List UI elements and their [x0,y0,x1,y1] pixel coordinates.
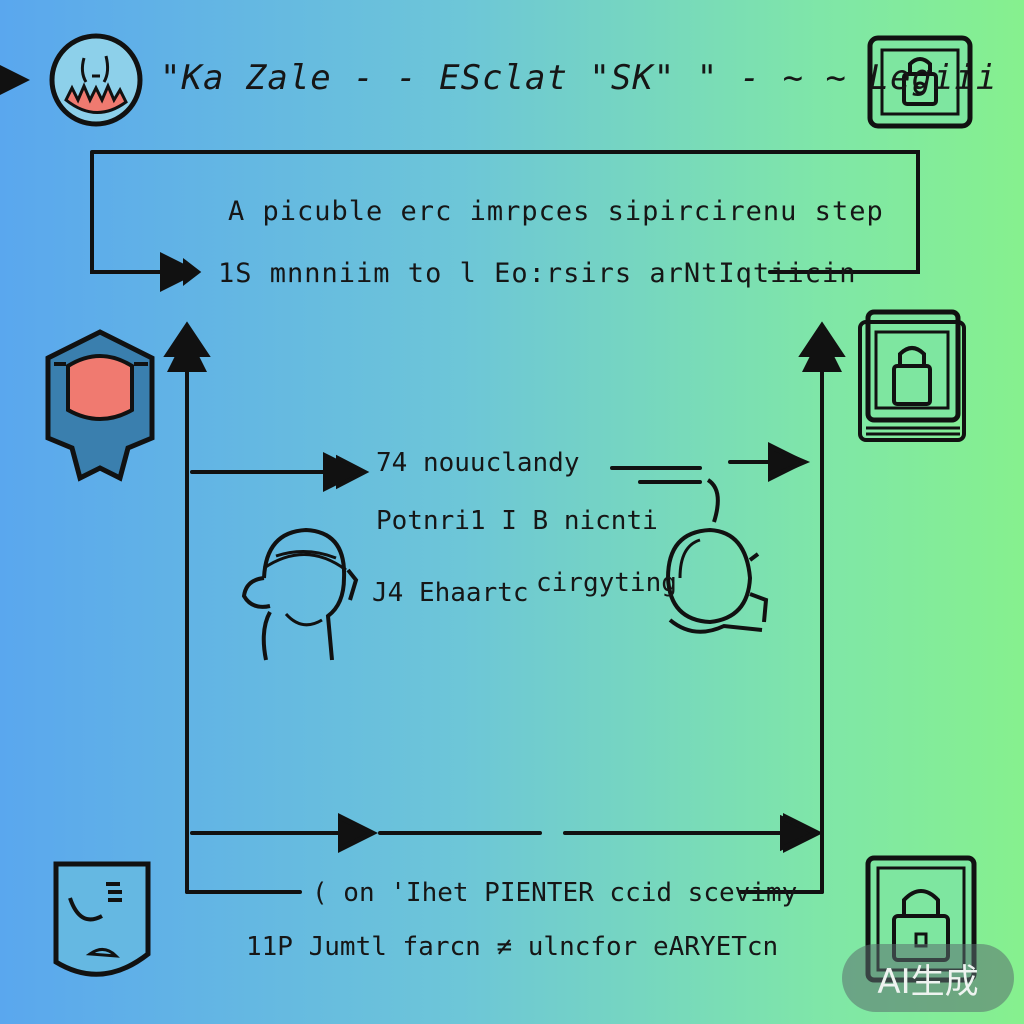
top-box-frame [90,150,920,274]
shield-icon [53,861,151,977]
flame-face-icon [49,33,143,127]
ai-generated-badge: AI生成 [842,944,1014,1012]
bottom-line-2: 11P Jumtl farcn ≠ ulncfor eARYETcn [246,932,779,962]
middle-line-3-right: cirgyting [536,568,677,598]
hooded-figure-icon [45,329,155,482]
headset-head-icon [665,478,769,634]
top-box-line-1: A picuble erc imrpces sipircirenu step [228,196,884,227]
locked-device-icon [858,309,966,442]
padlock-box-icon [867,35,973,129]
middle-line-3: J4 Ehaartc [372,578,529,608]
middle-line-2: Potnri1 I B nicnti [376,506,658,536]
header-title: "Ka Zale - - ESclat "SK" " - ~ ~ Legiii [160,58,998,98]
person-head-icon [241,527,359,661]
bottom-line-1: ( on 'Ihet PIENTER ccid scevimy [312,878,798,908]
middle-line-1: 74 nouuclandy [376,448,580,478]
top-box-line-2: 1S mnnniim to l Eo:rsirs arNtIqtiicin [218,258,857,289]
